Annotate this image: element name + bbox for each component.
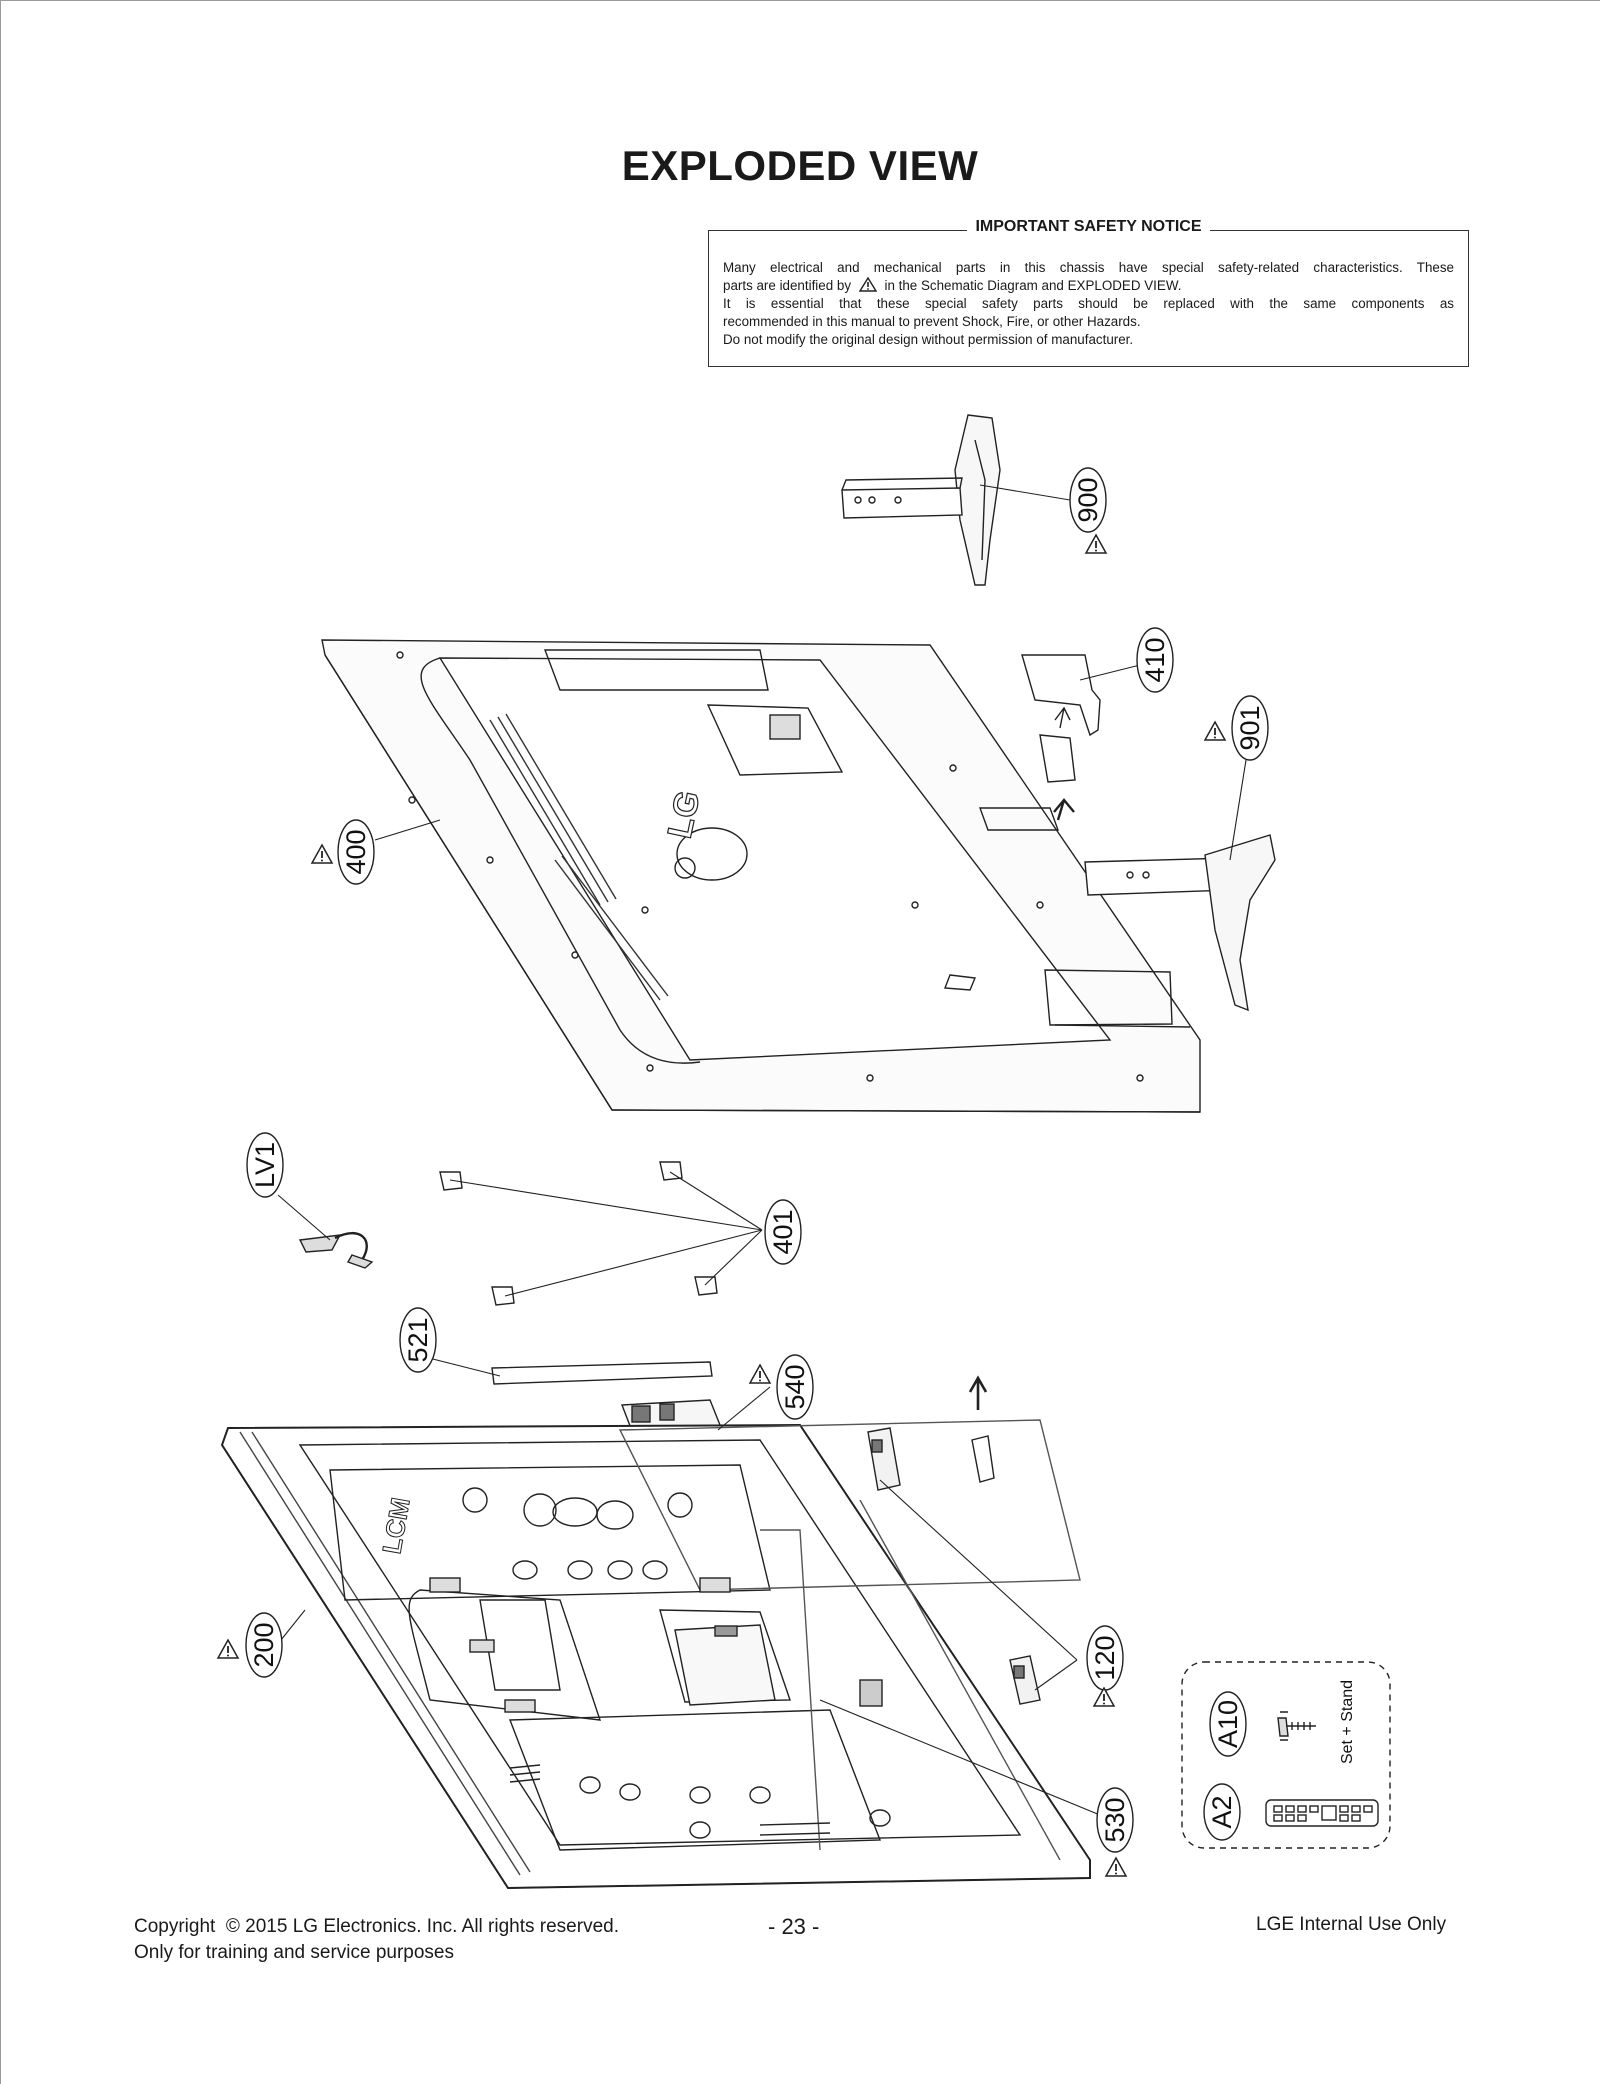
cable-lv1-drawing (298, 1232, 374, 1269)
footer-copyright: Copyright © 2015 LG Electronics. Inc. Al… (134, 1916, 619, 1937)
safety-notice-heading-wrap: IMPORTANT SAFETY NOTICE (709, 218, 1468, 236)
svg-text:900: 900 (1073, 477, 1103, 522)
bracket-410-drawing (1021, 654, 1101, 783)
callout-521: 521 (399, 1307, 437, 1373)
callout-a2: A2 (1203, 1783, 1241, 1841)
svg-text:400: 400 (341, 829, 371, 874)
svg-text:540: 540 (780, 1364, 810, 1409)
accessory-box (1181, 1661, 1391, 1849)
svg-text:A10: A10 (1213, 1700, 1243, 1748)
warning-icon-400 (311, 844, 333, 864)
safety-notice-heading: IMPORTANT SAFETY NOTICE (967, 218, 1210, 235)
footer-internal: LGE Internal Use Only (1256, 1914, 1447, 1935)
svg-text:200: 200 (249, 1622, 279, 1667)
svg-text:901: 901 (1235, 705, 1265, 750)
callout-540: 540 (776, 1354, 814, 1420)
notice-line-1: Many electrical and mechanical parts in … (723, 260, 1454, 275)
safety-notice-text: Many electrical and mechanical parts in … (723, 259, 1454, 349)
callout-lv1: LV1 (246, 1132, 284, 1198)
warning-icon-540 (749, 1364, 771, 1384)
svg-text:401: 401 (768, 1209, 798, 1254)
notice-line-5: Do not modify the original design withou… (723, 332, 1134, 347)
display-module-200-drawing (220, 1419, 1091, 1890)
accessory-label: Set + Stand (1339, 1680, 1356, 1764)
board-521-drawing (491, 1361, 713, 1385)
safety-notice-box: IMPORTANT SAFETY NOTICE Many electrical … (708, 218, 1469, 367)
svg-text:530: 530 (1100, 1797, 1130, 1842)
callout-200: 200 (245, 1612, 283, 1678)
callout-410: 410 (1136, 627, 1174, 693)
warning-icon-530 (1105, 1857, 1127, 1877)
footer-copyright-block: Copyright © 2015 LG Electronics. Inc. Al… (134, 1914, 619, 1966)
callout-a10: A10 (1209, 1691, 1247, 1757)
notice-line-2-suffix: in the Schematic Diagram and EXPLODED VI… (884, 278, 1182, 293)
svg-text:LV1: LV1 (250, 1142, 280, 1188)
warning-icon-120 (1093, 1687, 1115, 1707)
warning-icon-901 (1204, 721, 1226, 741)
notice-line-3: It is essential that these special safet… (723, 296, 1454, 311)
notice-line-2-prefix: parts are identified by (723, 278, 852, 293)
callout-901: 901 (1231, 695, 1269, 761)
brackets-401-drawing (439, 1161, 718, 1306)
svg-text:521: 521 (403, 1317, 433, 1362)
back-cover-400-drawing (321, 639, 1201, 1113)
boards-120-drawing (867, 1427, 1041, 1705)
callout-530: 530 (1096, 1787, 1134, 1853)
svg-text:120: 120 (1090, 1635, 1120, 1680)
warning-icon-200 (217, 1639, 239, 1659)
stand-900-drawing (841, 414, 1001, 586)
svg-text:A2: A2 (1207, 1795, 1237, 1828)
callout-401: 401 (764, 1199, 802, 1265)
page-title: EXPLODED VIEW (621, 142, 979, 189)
stand-901-drawing (1084, 834, 1276, 1012)
callout-400: 400 (337, 819, 375, 885)
notice-line-4: recommended in this manual to prevent Sh… (723, 314, 1141, 329)
leader-lines (272, 484, 1247, 1816)
svg-text:410: 410 (1140, 637, 1170, 682)
page-number: - 23 - (768, 1914, 820, 1939)
warning-triangle-icon (858, 276, 878, 292)
callout-900: 900 (1069, 467, 1107, 533)
callout-120: 120 (1086, 1625, 1124, 1691)
notice-line-2: parts are identified by in the Schematic… (723, 276, 1454, 295)
footer-purpose: Only for training and service purposes (134, 1942, 454, 1963)
warning-icon-900 (1085, 534, 1107, 554)
